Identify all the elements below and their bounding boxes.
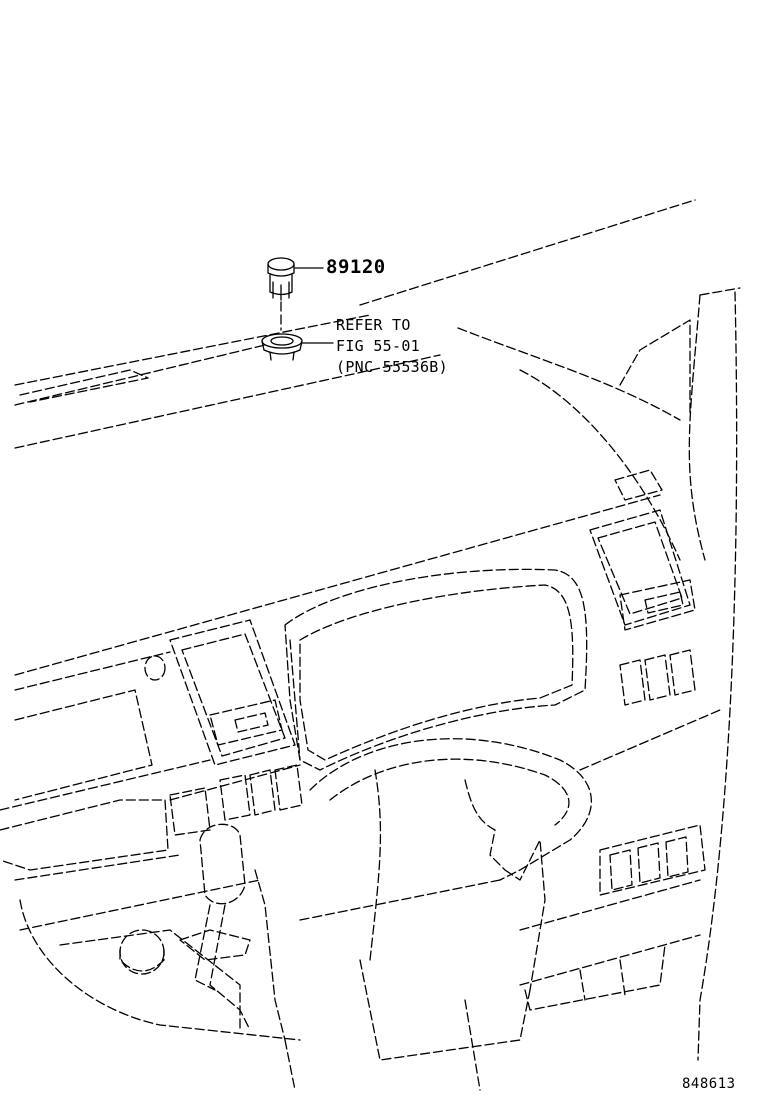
- refer-label-line-3: (PNC 55536B): [336, 358, 448, 376]
- refer-label-line-2: FIG 55-01: [336, 337, 420, 355]
- instrument-cluster-hood: [284, 568, 588, 771]
- right-meter-panel: [579, 469, 721, 896]
- shift-lever: [194, 823, 251, 1031]
- dashboard-panel: [0, 494, 661, 1041]
- sensor-part-89120: [267, 257, 295, 301]
- retainer-ring: [261, 333, 303, 361]
- lower-panel: [254, 869, 701, 1091]
- part-number-label: 89120: [326, 256, 386, 278]
- dashboard-upper-outline: [14, 199, 741, 1061]
- illustration-code: 848613: [682, 1076, 736, 1092]
- steering-wheel: [309, 738, 593, 1061]
- center-console: [169, 619, 303, 836]
- refer-label-line-1: REFER TO: [336, 316, 411, 334]
